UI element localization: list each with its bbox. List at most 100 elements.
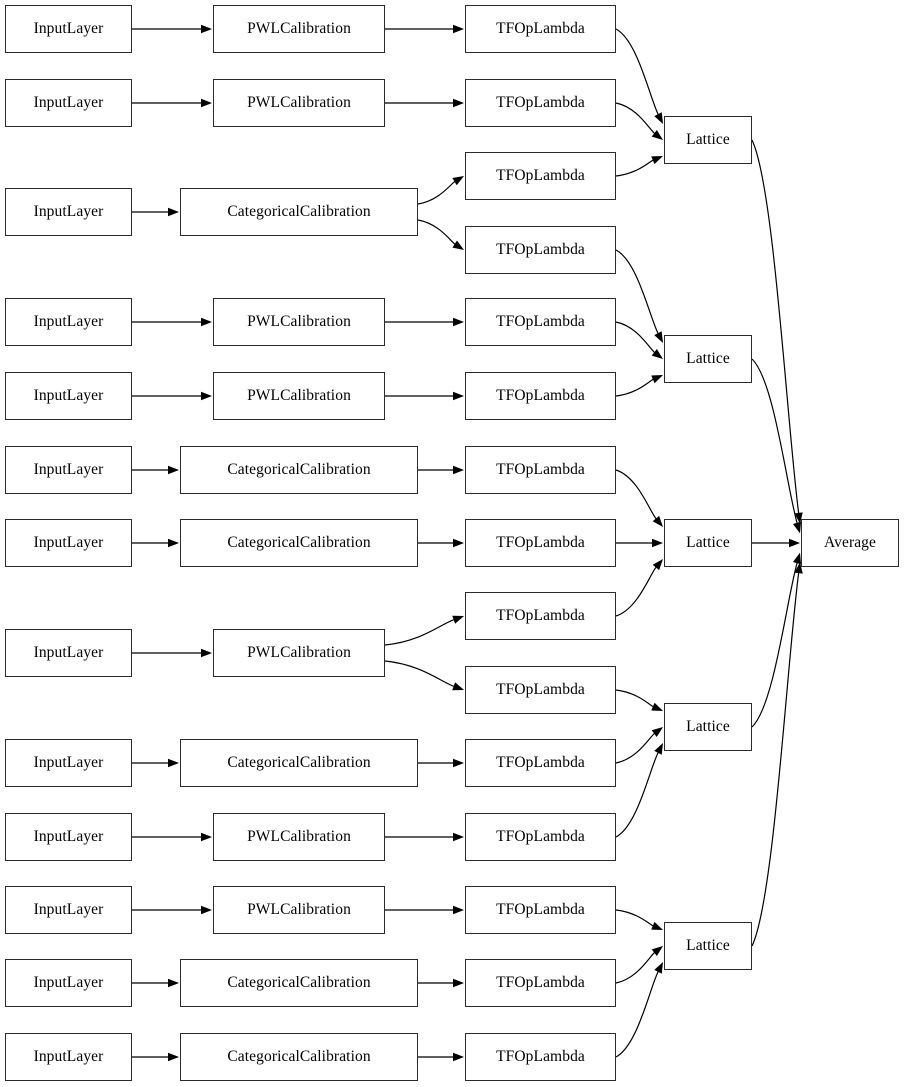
arrowhead-tf13-to-lat5 [651, 921, 663, 930]
graph-node-cal13[interactable]: CategoricalCalibration [180, 1033, 418, 1081]
graph-node-cal8[interactable]: PWLCalibration [213, 629, 385, 677]
graph-node-label: TFOpLambda [496, 974, 585, 992]
arrowhead-in10-to-cal10 [201, 832, 212, 842]
arrowhead-in12-to-cal12 [168, 978, 179, 988]
graph-node-tf11[interactable]: TFOpLambda [465, 739, 616, 787]
arrowhead-in9-to-cal9 [168, 758, 179, 768]
arrowhead-cal3-to-tf3 [452, 176, 464, 186]
graph-node-tf9[interactable]: TFOpLambda [465, 592, 616, 640]
graph-node-lat5[interactable]: Lattice [664, 922, 752, 970]
arrowhead-tf14-to-lat5 [651, 946, 663, 957]
edge-lat5-to-avg [751, 572, 800, 947]
graph-node-label: InputLayer [33, 1048, 104, 1066]
arrowhead-tf4-to-lat2 [654, 331, 663, 343]
graph-node-label: TFOpLambda [496, 681, 585, 699]
arrowhead-cal5-to-tf6 [453, 391, 464, 401]
arrowhead-cal11-to-tf13 [453, 905, 464, 915]
graph-node-tf15[interactable]: TFOpLambda [465, 1033, 616, 1081]
graph-node-lat4[interactable]: Lattice [664, 703, 752, 751]
graph-node-tf10[interactable]: TFOpLambda [465, 666, 616, 714]
graph-node-in10[interactable]: InputLayer [5, 813, 132, 861]
graph-node-tf12[interactable]: TFOpLambda [465, 813, 616, 861]
graph-node-cal7[interactable]: CategoricalCalibration [180, 519, 418, 567]
graph-node-label: InputLayer [33, 754, 104, 772]
arrowhead-tf9-to-lat3 [652, 559, 663, 571]
arrowhead-in13-to-cal13 [168, 1052, 179, 1062]
arrowhead-cal1-to-tf1 [453, 24, 464, 34]
graph-node-cal10[interactable]: PWLCalibration [213, 813, 385, 861]
graph-node-cal5[interactable]: PWLCalibration [213, 372, 385, 420]
graph-node-label: TFOpLambda [496, 313, 585, 331]
graph-node-avg[interactable]: Average [801, 519, 899, 567]
graph-node-label: InputLayer [33, 974, 104, 992]
graph-node-cal4[interactable]: PWLCalibration [213, 298, 385, 346]
arrowhead-tf5-to-lat2 [651, 348, 663, 359]
graph-node-label: Lattice [686, 534, 730, 552]
graph-node-cal11[interactable]: PWLCalibration [213, 886, 385, 934]
arrowhead-lat4-to-avg [792, 552, 802, 565]
graph-node-cal2[interactable]: PWLCalibration [213, 79, 385, 127]
graph-node-label: CategoricalCalibration [227, 974, 371, 992]
graph-node-label: CategoricalCalibration [227, 203, 371, 221]
graph-node-tf8[interactable]: TFOpLambda [465, 519, 616, 567]
graph-node-cal12[interactable]: CategoricalCalibration [180, 959, 418, 1007]
graph-node-cal6[interactable]: CategoricalCalibration [180, 446, 418, 494]
graph-node-tf1[interactable]: TFOpLambda [465, 5, 616, 53]
graph-node-label: PWLCalibration [247, 901, 351, 919]
graph-node-in7[interactable]: InputLayer [5, 519, 132, 567]
graph-node-tf5[interactable]: TFOpLambda [465, 298, 616, 346]
graph-node-in11[interactable]: InputLayer [5, 886, 132, 934]
graph-node-label: TFOpLambda [496, 901, 585, 919]
arrowhead-tf10-to-lat4 [651, 702, 663, 711]
graph-node-in5[interactable]: InputLayer [5, 372, 132, 420]
graph-node-label: Lattice [686, 131, 730, 149]
graph-node-lat3[interactable]: Lattice [664, 519, 752, 567]
arrowhead-lat3-to-avg [789, 538, 800, 548]
arrowhead-in3-to-cal3 [168, 207, 179, 217]
graph-node-label: CategoricalCalibration [227, 1048, 371, 1066]
edge-tf7-to-lat3 [615, 469, 657, 520]
graph-node-label: TFOpLambda [496, 1048, 585, 1066]
graph-node-label: Lattice [686, 937, 730, 955]
graph-node-label: InputLayer [33, 20, 104, 38]
graph-node-tf4[interactable]: TFOpLambda [465, 226, 616, 274]
graph-node-in12[interactable]: InputLayer [5, 959, 132, 1007]
graph-node-in3[interactable]: InputLayer [5, 188, 132, 236]
graph-node-in8[interactable]: InputLayer [5, 629, 132, 677]
graph-node-in4[interactable]: InputLayer [5, 298, 132, 346]
graph-node-lat1[interactable]: Lattice [664, 116, 752, 164]
graph-node-cal1[interactable]: PWLCalibration [213, 5, 385, 53]
graph-node-in9[interactable]: InputLayer [5, 739, 132, 787]
graph-node-tf2[interactable]: TFOpLambda [465, 79, 616, 127]
graph-node-cal3[interactable]: CategoricalCalibration [180, 188, 418, 236]
graph-node-label: InputLayer [33, 534, 104, 552]
arrowhead-cal8-to-tf10 [452, 682, 464, 691]
graph-node-cal9[interactable]: CategoricalCalibration [180, 739, 418, 787]
graph-node-tf3[interactable]: TFOpLambda [465, 152, 616, 200]
graph-node-label: InputLayer [33, 644, 104, 662]
arrowhead-cal13-to-tf15 [453, 1052, 464, 1062]
arrowhead-cal10-to-tf12 [453, 832, 464, 842]
graph-node-tf13[interactable]: TFOpLambda [465, 886, 616, 934]
graph-node-in1[interactable]: InputLayer [5, 5, 132, 53]
graph-node-label: InputLayer [33, 828, 104, 846]
graph-node-label: CategoricalCalibration [227, 754, 371, 772]
graph-node-label: PWLCalibration [247, 828, 351, 846]
graph-node-label: TFOpLambda [496, 167, 585, 185]
graph-node-in6[interactable]: InputLayer [5, 446, 132, 494]
arrowhead-tf3-to-lat1 [651, 156, 663, 165]
arrowhead-in2-to-cal2 [201, 98, 212, 108]
graph-node-tf14[interactable]: TFOpLambda [465, 959, 616, 1007]
graph-node-in2[interactable]: InputLayer [5, 79, 132, 127]
graph-node-in13[interactable]: InputLayer [5, 1033, 132, 1081]
arrowhead-cal4-to-tf5 [453, 317, 464, 327]
graph-node-label: TFOpLambda [496, 534, 585, 552]
graph-node-label: Lattice [686, 718, 730, 736]
graph-node-tf7[interactable]: TFOpLambda [465, 446, 616, 494]
graph-node-label: TFOpLambda [496, 607, 585, 625]
graph-node-lat2[interactable]: Lattice [664, 335, 752, 383]
edge-cal3-to-tf4 [417, 219, 456, 245]
graph-node-tf6[interactable]: TFOpLambda [465, 372, 616, 420]
